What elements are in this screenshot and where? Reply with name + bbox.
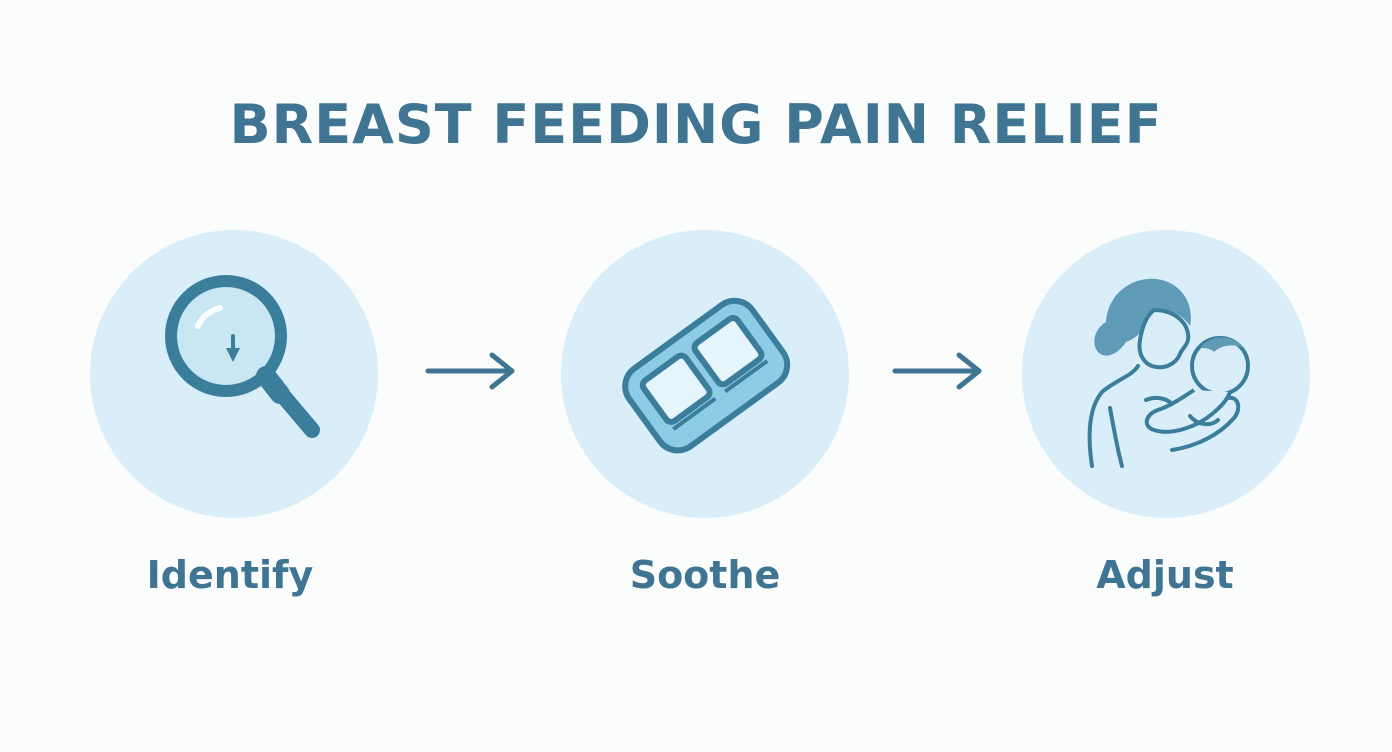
step-adjust-label: Adjust	[1096, 553, 1234, 597]
step-soothe-circle	[561, 230, 849, 518]
step-adjust-circle	[1022, 230, 1310, 518]
cooling-pad-icon	[622, 297, 791, 454]
step-identify-circle	[90, 230, 378, 518]
mother-holding-baby-icon	[1087, 278, 1250, 468]
diagram-title: BREAST FEEDING PAIN RELIEF	[229, 93, 1163, 156]
arrow-right-icon	[892, 352, 982, 390]
arrow-right-icon	[425, 352, 515, 390]
step-identify-label: Identify	[146, 553, 314, 597]
step-soothe-label: Soothe	[629, 553, 781, 597]
magnifying-glass-icon	[165, 275, 320, 438]
